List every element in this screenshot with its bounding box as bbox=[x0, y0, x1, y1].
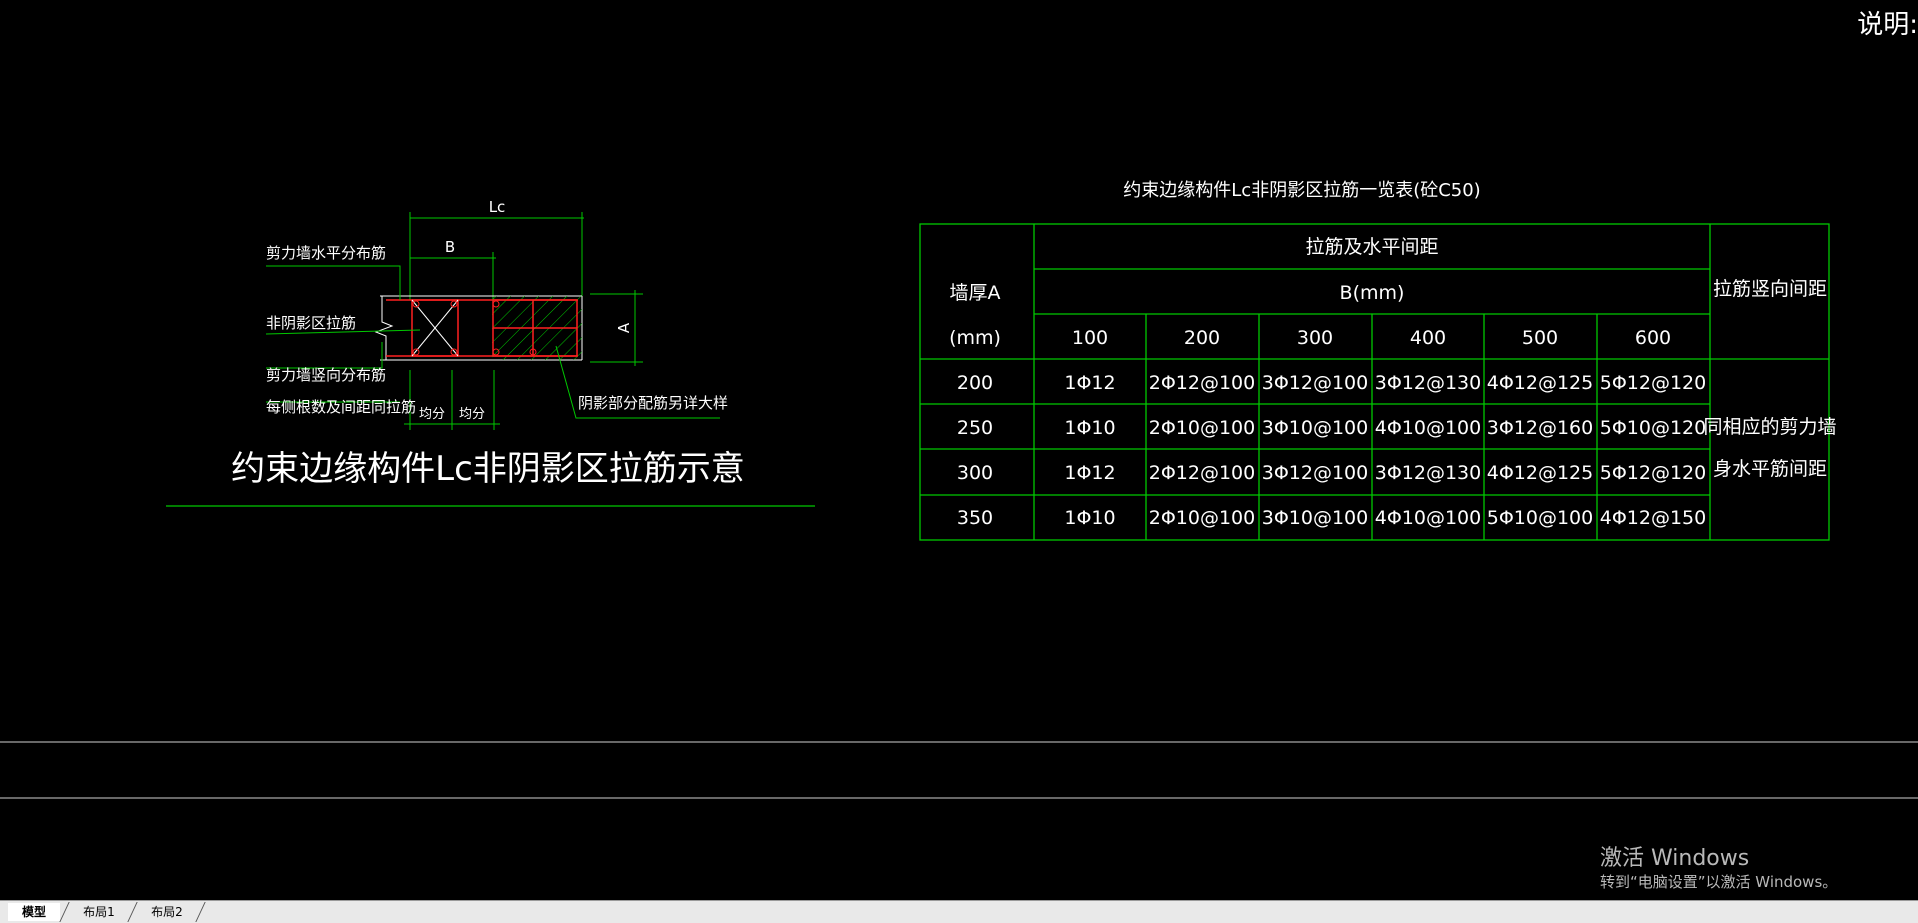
rebar-spec-cell: 5Φ10@120 bbox=[1600, 417, 1707, 439]
drawing-canvas[interactable]: 说明: Lc B A bbox=[0, 0, 1918, 900]
rebar-spec-cell: 3Φ12@130 bbox=[1375, 462, 1482, 484]
label-each-side: 每侧根数及间距同拉筋 bbox=[266, 398, 416, 416]
rebar-spec-cell: 3Φ12@100 bbox=[1262, 462, 1369, 484]
wall-thickness-cell: 200 bbox=[957, 372, 993, 394]
vertical-note-2: 身水平筋间距 bbox=[1713, 458, 1827, 480]
wall-thickness-cell: 350 bbox=[957, 507, 993, 529]
rebar-spec-cell: 2Φ12@100 bbox=[1149, 372, 1256, 394]
table-title: 约束边缘构件Lc非阴影区拉筋一览表(砼C50) bbox=[1123, 180, 1480, 201]
dim-a-label: A bbox=[615, 322, 633, 333]
dim-lc-label: Lc bbox=[489, 198, 506, 216]
tab-separator bbox=[195, 902, 206, 922]
tab-separator bbox=[127, 902, 138, 922]
wall-thickness-cell: 300 bbox=[957, 462, 993, 484]
rebar-spec-cell: 4Φ10@100 bbox=[1375, 507, 1482, 529]
vertical-note-1: 同相应的剪力墙 bbox=[1703, 416, 1836, 438]
watermark-subtitle: 转到“电脑设置”以激活 Windows。 bbox=[1600, 873, 1838, 891]
rebar-spec-cell: 4Φ12@125 bbox=[1487, 462, 1594, 484]
activation-watermark: 激活 Windows 转到“电脑设置”以激活 Windows。 bbox=[1600, 846, 1837, 892]
notes-label: 说明: bbox=[1857, 10, 1918, 40]
tab-separator bbox=[59, 902, 70, 922]
rebar-spec-cell: 5Φ12@120 bbox=[1600, 372, 1707, 394]
b-value-header: 600 bbox=[1635, 327, 1671, 349]
rebar-spec-cell: 2Φ12@100 bbox=[1149, 462, 1256, 484]
tab-layout1[interactable]: 布局1 bbox=[83, 905, 115, 919]
detail-diagram: Lc B A bbox=[0, 198, 1918, 799]
label-nonshadow-tie: 非阴影区拉筋 bbox=[266, 314, 356, 332]
header-b: B(mm) bbox=[1340, 282, 1405, 304]
label-even-1: 均分 bbox=[419, 407, 445, 422]
b-value-header: 300 bbox=[1297, 327, 1333, 349]
label-shadow-detail: 阴影部分配筋另详大样 bbox=[578, 394, 728, 412]
rebar-spec-cell: 4Φ10@100 bbox=[1375, 417, 1482, 439]
rebar-spec-cell: 3Φ12@100 bbox=[1262, 372, 1369, 394]
rebar-spec-cell: 2Φ10@100 bbox=[1149, 507, 1256, 529]
header-wall-unit: (mm) bbox=[949, 327, 1001, 349]
label-vertical-rebar: 剪力墙竖向分布筋 bbox=[266, 366, 386, 384]
layout-tab-bar: 模型 布局1 布局2 bbox=[0, 900, 1918, 923]
b-value-header: 200 bbox=[1184, 327, 1220, 349]
tab-layout2[interactable]: 布局2 bbox=[151, 905, 183, 919]
label-even-2: 均分 bbox=[459, 407, 485, 422]
rebar-spec-cell: 1Φ12 bbox=[1064, 372, 1115, 394]
wall-thickness-cell: 250 bbox=[957, 417, 993, 439]
rebar-spec-cell: 5Φ12@120 bbox=[1600, 462, 1707, 484]
rebar-spec-cell: 4Φ12@125 bbox=[1487, 372, 1594, 394]
rebar-spec-cell: 3Φ10@100 bbox=[1262, 417, 1369, 439]
rebar-spec-cell: 1Φ10 bbox=[1064, 507, 1115, 529]
dim-b-label: B bbox=[445, 238, 455, 256]
b-value-header: 100 bbox=[1072, 327, 1108, 349]
b-value-header: 400 bbox=[1410, 327, 1446, 349]
header-vertical-spacing: 拉筋竖向间距 bbox=[1713, 278, 1827, 300]
rebar-spec-cell: 3Φ12@160 bbox=[1487, 417, 1594, 439]
rebar-spec-cell: 4Φ12@150 bbox=[1600, 507, 1707, 529]
diagram-title: 约束边缘构件Lc非阴影区拉筋示意 bbox=[231, 449, 745, 489]
rebar-spec-cell: 2Φ10@100 bbox=[1149, 417, 1256, 439]
header-wall-thickness: 墙厚A bbox=[950, 282, 1001, 304]
b-value-headers: 100 200 300 400 500 600 bbox=[1072, 327, 1671, 349]
watermark-title: 激活 Windows bbox=[1600, 846, 1750, 871]
rebar-table: 约束边缘构件Lc非阴影区拉筋一览表(砼C50) 墙厚A (mm) 拉筋及水平间距… bbox=[919, 180, 1837, 541]
label-horizontal-rebar: 剪力墙水平分布筋 bbox=[266, 244, 386, 262]
rebar-spec-cell: 3Φ10@100 bbox=[1262, 507, 1369, 529]
rebar-spec-cell: 3Φ12@130 bbox=[1375, 372, 1482, 394]
header-tie-spacing: 拉筋及水平间距 bbox=[1305, 236, 1438, 258]
rebar-spec-cell: 5Φ10@100 bbox=[1487, 507, 1594, 529]
b-value-header: 500 bbox=[1522, 327, 1558, 349]
rebar-spec-cell: 1Φ10 bbox=[1064, 417, 1115, 439]
tab-model[interactable]: 模型 bbox=[8, 903, 60, 921]
rebar-spec-cell: 1Φ12 bbox=[1064, 462, 1115, 484]
